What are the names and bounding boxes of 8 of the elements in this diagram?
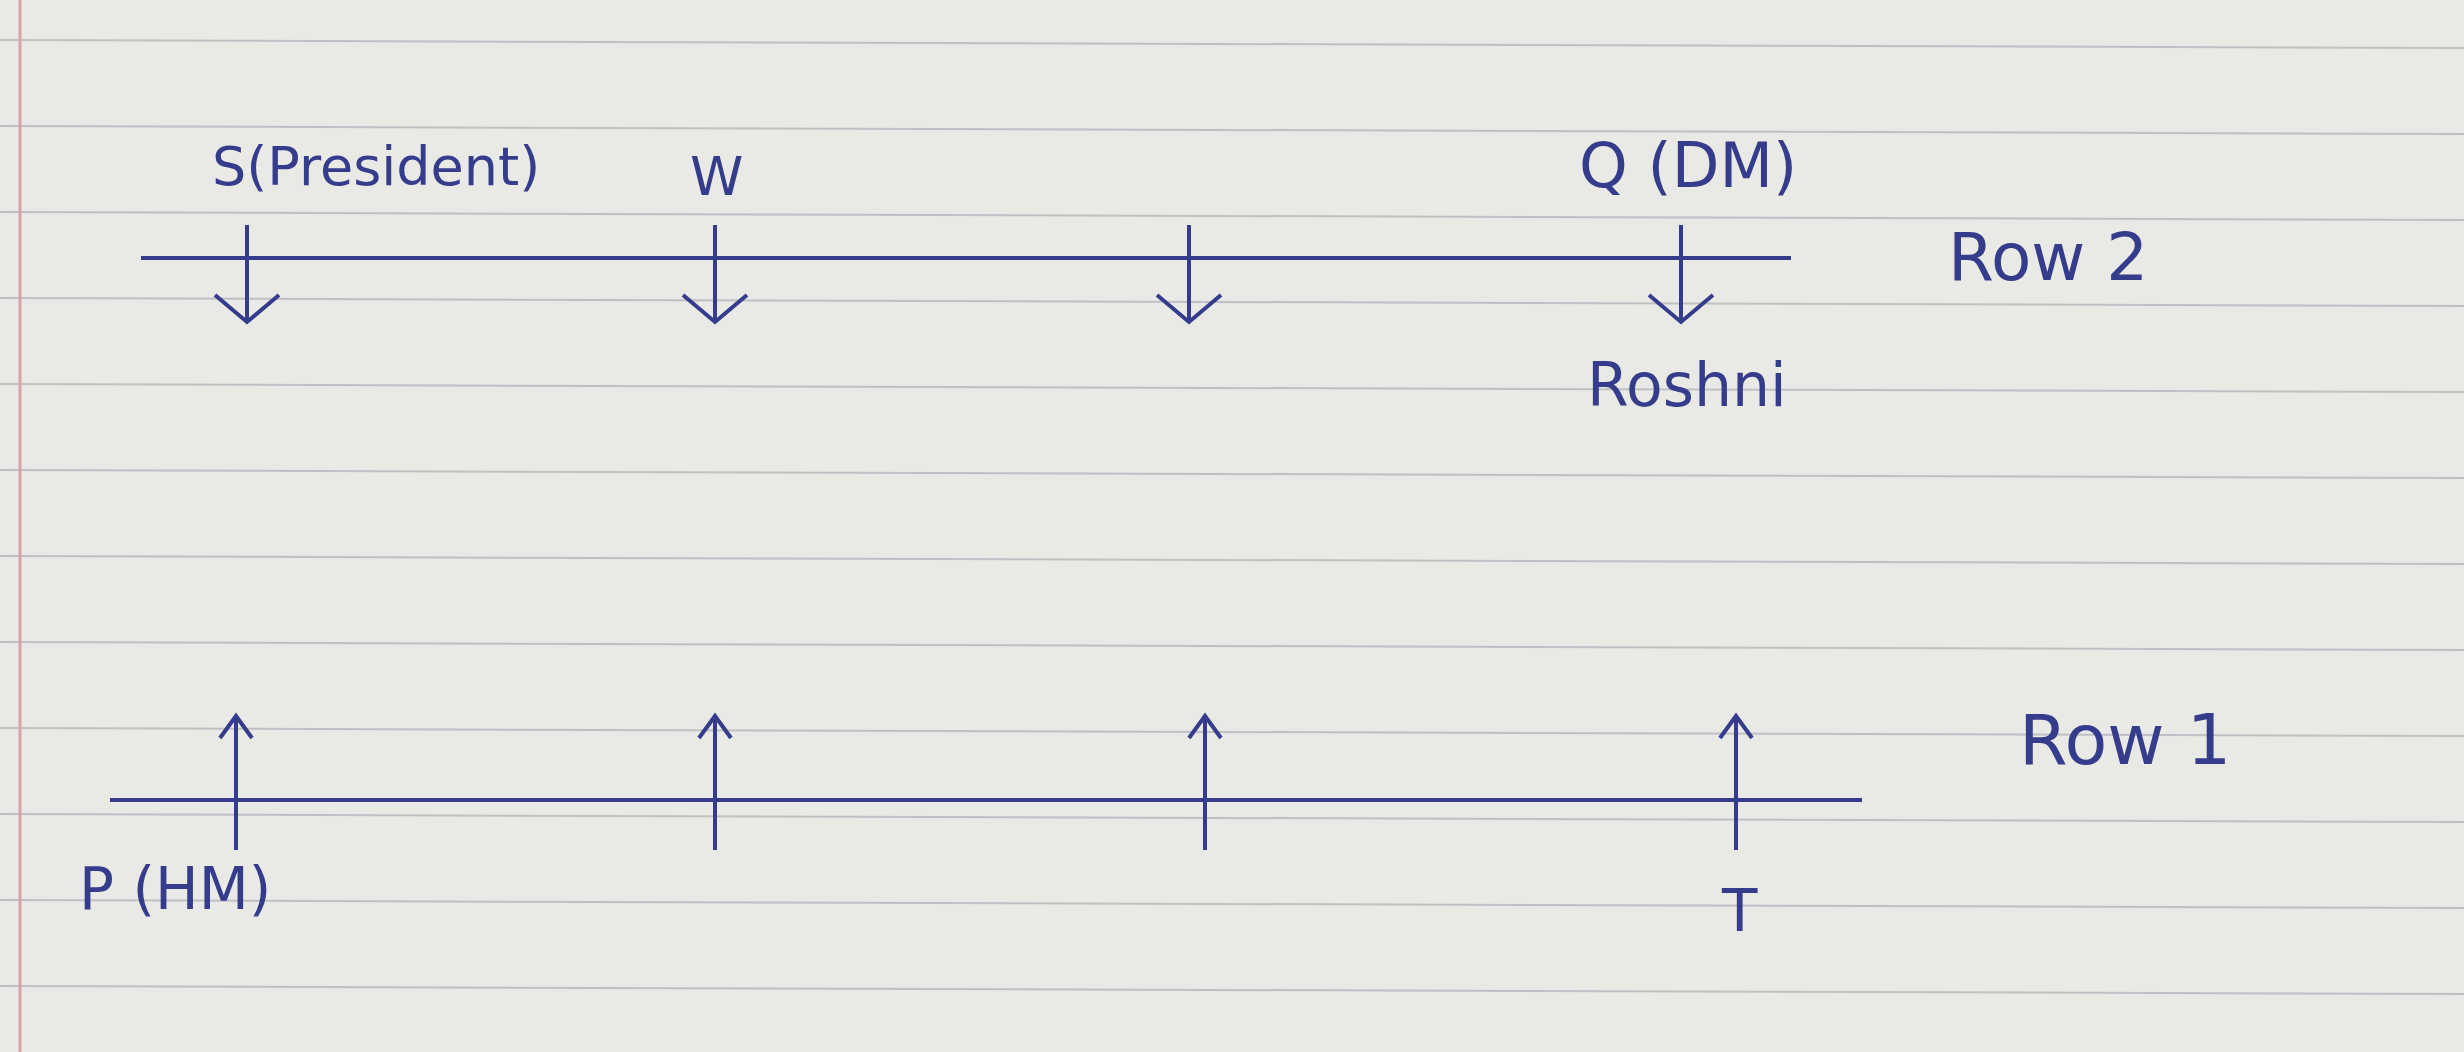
seat-label: Roshni xyxy=(1587,355,1787,415)
seat-label: Row 1 xyxy=(2019,705,2232,775)
seat-label: Q (DM) xyxy=(1579,135,1798,197)
seat-label: Row 2 xyxy=(1948,225,2149,291)
seat-label: T xyxy=(1722,882,1758,940)
seat-label: W xyxy=(690,150,744,204)
seat-label: P (HM) xyxy=(79,860,272,918)
seat-label: S(President) xyxy=(212,140,541,194)
